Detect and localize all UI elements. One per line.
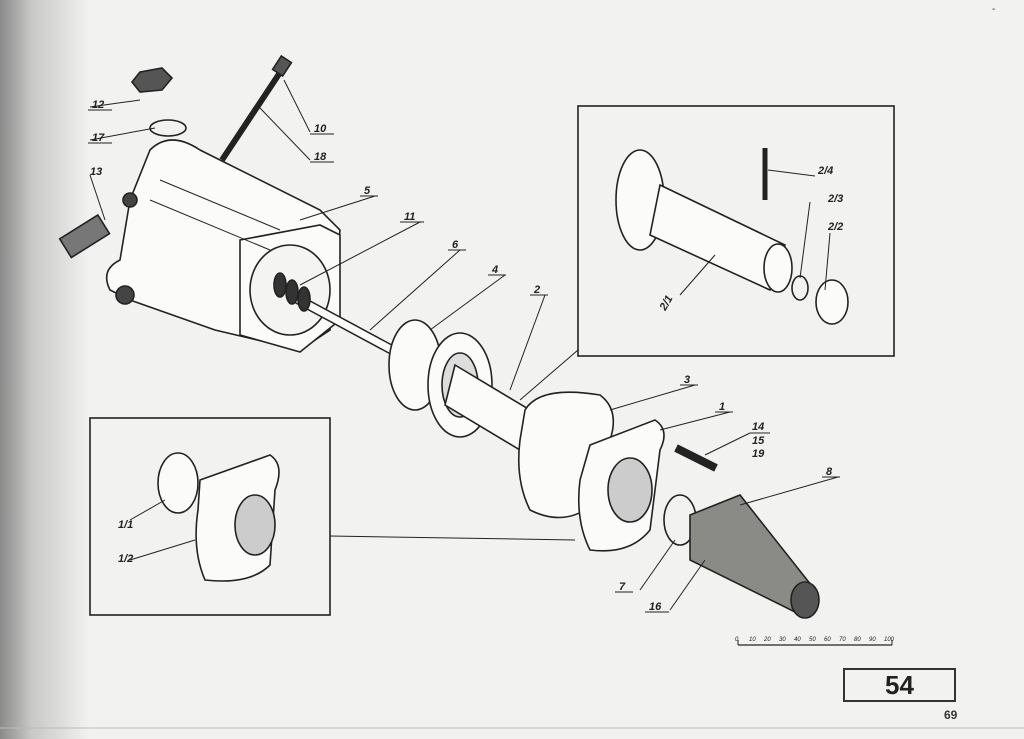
scale-tick-20: 20 — [763, 637, 771, 643]
plug-part-12 — [130, 67, 174, 93]
label-12: 12 — [92, 99, 104, 111]
label-7: 7 — [619, 581, 626, 593]
inset-top-frame — [577, 105, 895, 357]
scale-tick-30: 30 — [779, 637, 786, 643]
label-2-3: 2/3 — [827, 193, 843, 205]
scale-tick-80: 80 — [854, 637, 861, 643]
scale-tick-50: 50 — [809, 637, 816, 643]
label-2-2: 2/2 — [827, 221, 843, 233]
spring-part-11 — [273, 272, 311, 312]
label-19: 19 — [752, 448, 765, 460]
scale-tick-10: 10 — [749, 637, 756, 643]
label-10: 10 — [314, 123, 327, 135]
inset-bush-part-2-2 — [815, 279, 849, 325]
inset-tube-part-2-1 — [649, 183, 786, 292]
label-5: 5 — [364, 185, 371, 197]
label-13: 13 — [90, 166, 102, 178]
nipple-part-10 — [271, 54, 293, 78]
scale-tick-100: 100 — [884, 637, 895, 643]
top-mark: - — [992, 4, 996, 15]
label-3: 3 — [684, 374, 690, 386]
fitting-part-13 — [58, 213, 111, 259]
scale-bar: 0 10 20 30 40 50 60 70 80 90 100 — [735, 637, 895, 646]
figure-number-box: 54 — [843, 668, 956, 702]
label-2-4: 2/4 — [817, 165, 833, 177]
scale-tick-70: 70 — [839, 637, 846, 643]
inset-top-connector — [519, 349, 579, 401]
rod-part-18 — [219, 63, 288, 162]
label-underlines — [88, 109, 840, 613]
label-4: 4 — [491, 264, 498, 276]
scale-tick-40: 40 — [794, 637, 801, 643]
label-6: 6 — [452, 239, 459, 251]
scale-tick-90: 90 — [869, 637, 876, 643]
page-number: 69 — [944, 708, 958, 722]
label-11: 11 — [404, 211, 415, 223]
label-14: 14 — [752, 421, 764, 433]
inset-bearing-part-1-1 — [157, 452, 199, 514]
leader-lines — [89, 79, 839, 611]
scan-shadow — [0, 0, 90, 739]
inset-bottom-connector — [329, 535, 576, 541]
scale-tick-0: 0 — [735, 637, 739, 643]
label-15: 15 — [752, 435, 765, 447]
washer-part-17 — [149, 119, 187, 137]
label-1-2: 1/2 — [118, 553, 133, 565]
inset-bottom-frame — [89, 417, 331, 616]
label-16: 16 — [649, 601, 662, 613]
scale-tick-60: 60 — [824, 637, 831, 643]
label-8: 8 — [826, 466, 833, 478]
label-2: 2 — [533, 284, 540, 296]
bolt-part-14 — [674, 444, 718, 472]
inset-ring-part-2-3 — [791, 275, 809, 301]
label-2-1: 2/1 — [657, 293, 676, 313]
label-1-1: 1/1 — [118, 519, 133, 531]
label-18: 18 — [314, 151, 327, 163]
housing-part — [105, 139, 341, 353]
label-1: 1 — [719, 401, 725, 413]
label-17: 17 — [92, 132, 105, 144]
